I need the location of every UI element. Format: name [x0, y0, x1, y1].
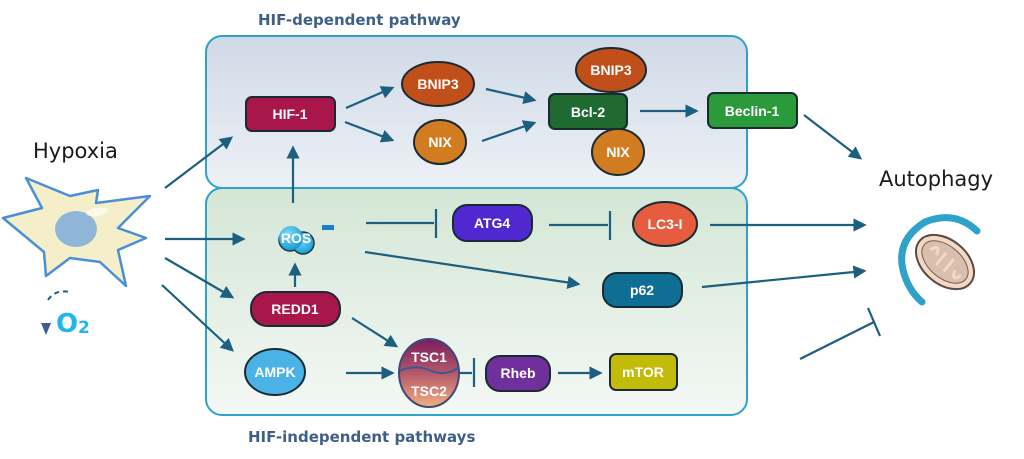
svg-text:Bcl-2: Bcl-2: [571, 104, 605, 120]
svg-text:mTOR: mTOR: [622, 364, 664, 380]
svg-text:LC3-I: LC3-I: [648, 216, 683, 232]
edge-hypoxia-redd1: [164, 257, 235, 299]
node-bcl2-nix[interactable]: NIX: [591, 128, 645, 176]
svg-text:ATG4: ATG4: [474, 215, 511, 231]
node-bnip3[interactable]: BNIP3: [401, 61, 475, 107]
svg-text:REDD1: REDD1: [271, 301, 319, 317]
svg-text:AMPK: AMPK: [254, 364, 295, 380]
svg-text:TSC1: TSC1: [411, 349, 447, 365]
node-nix[interactable]: NIX: [413, 119, 467, 165]
svg-text:HIF-1: HIF-1: [273, 106, 308, 122]
edge-hypoxia-ampk: [161, 284, 234, 352]
svg-text:NIX: NIX: [428, 134, 452, 150]
edge-hif1-bnip3: [345, 86, 395, 110]
edge-hypoxia-hif1: [164, 136, 234, 189]
autophagy-label: Autophagy: [879, 167, 993, 191]
svg-text:BNIP3: BNIP3: [590, 62, 631, 78]
edge-nix-bcl2: [481, 120, 537, 143]
node-lc3[interactable]: LC3-I: [632, 201, 698, 247]
node-tsc-complex[interactable]: TSC1 TSC2: [398, 338, 460, 408]
svg-text:2: 2: [78, 318, 90, 338]
svg-text:Rheb: Rheb: [501, 365, 536, 381]
node-atg4[interactable]: ATG4: [452, 204, 533, 242]
edge-bnip3-bcl2: [485, 87, 537, 105]
edge-hif1-nix: [344, 120, 395, 143]
edge-redd1-tsc: [351, 317, 399, 348]
svg-text:O: O: [56, 309, 78, 339]
inhibit-bar-autophagy: [866, 307, 882, 337]
autophagosome-icon: [898, 214, 981, 306]
svg-text:ROS: ROS: [281, 230, 311, 246]
ros-negative-charge-icon: [322, 225, 334, 230]
svg-text:BNIP3: BNIP3: [417, 76, 458, 92]
hypoxia-label: Hypoxia: [33, 139, 118, 163]
hif-dependent-label: HIF-dependent pathway: [258, 11, 461, 29]
nucleus-icon: [55, 211, 97, 247]
oxygen-decrease-icon: O 2: [41, 290, 90, 339]
cell-icon: [1, 176, 152, 288]
edge-beclin1-autophagy: [803, 114, 863, 160]
edges: [161, 86, 882, 387]
svg-text:NIX: NIX: [606, 144, 630, 160]
edge-p62-autophagy: [701, 265, 867, 289]
mitochondrion-icon: [915, 233, 975, 291]
hif-independent-label: HIF-independent pathways: [248, 428, 475, 446]
node-hif1[interactable]: HIF-1: [245, 96, 336, 132]
node-rheb[interactable]: Rheb: [485, 355, 551, 392]
svg-text:TSC2: TSC2: [411, 383, 447, 399]
edge-mtor-autophagy: [799, 321, 875, 360]
node-p62[interactable]: p62: [602, 272, 683, 308]
node-redd1[interactable]: REDD1: [250, 291, 341, 327]
node-ampk[interactable]: AMPK: [244, 348, 306, 396]
svg-text:p62: p62: [630, 282, 654, 298]
node-beclin1[interactable]: Beclin-1: [707, 92, 798, 129]
svg-text:Beclin-1: Beclin-1: [725, 103, 780, 119]
node-mtor[interactable]: mTOR: [609, 353, 678, 391]
edge-ros-p62: [364, 250, 581, 289]
node-bcl2-bnip3[interactable]: BNIP3: [575, 47, 647, 93]
node-bcl2[interactable]: Bcl-2: [548, 93, 628, 130]
node-ros[interactable]: ROS: [278, 225, 334, 255]
